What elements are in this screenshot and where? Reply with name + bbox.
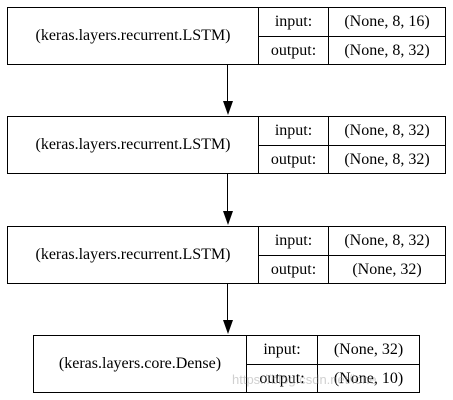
layer-name: (keras.layers.recurrent.LSTM) bbox=[35, 136, 231, 153]
arrow-head-1 bbox=[223, 101, 233, 115]
input-shape: (None, 8, 32) bbox=[344, 232, 430, 249]
connector-arrow-3 bbox=[227, 284, 228, 322]
layer-name: (keras.layers.recurrent.LSTM) bbox=[35, 246, 231, 263]
layer-node-2: (keras.layers.recurrent.LSTM) input: (No… bbox=[7, 116, 446, 174]
layer-name: (keras.layers.core.Dense) bbox=[58, 355, 222, 372]
output-label: output: bbox=[270, 261, 317, 278]
arrow-head-2 bbox=[223, 211, 233, 225]
connector-arrow-1 bbox=[227, 65, 228, 103]
output-label: output: bbox=[259, 370, 305, 387]
input-shape: (None, 32) bbox=[333, 341, 404, 358]
layer-node-4: (keras.layers.core.Dense) input: (None, … bbox=[33, 335, 420, 393]
layer-name: (keras.layers.recurrent.LSTM) bbox=[35, 27, 231, 44]
input-label: input: bbox=[274, 232, 313, 249]
input-shape: (None, 8, 16) bbox=[344, 13, 430, 30]
output-shape: (None, 8, 32) bbox=[344, 151, 430, 168]
layer-node-3: (keras.layers.recurrent.LSTM) input: (No… bbox=[7, 226, 446, 284]
input-label: input: bbox=[263, 341, 301, 358]
input-shape: (None, 8, 32) bbox=[344, 122, 430, 139]
output-shape: (None, 10) bbox=[333, 370, 404, 387]
watermark-text: https://blog.csdn.net/lone bbox=[232, 372, 377, 387]
layer-node-1: (keras.layers.recurrent.LSTM) input: (No… bbox=[7, 7, 446, 65]
output-label: output: bbox=[270, 42, 317, 59]
connector-arrow-2 bbox=[227, 174, 228, 212]
input-label: input: bbox=[274, 13, 313, 30]
output-label: output: bbox=[270, 151, 317, 168]
output-shape: (None, 32) bbox=[352, 261, 422, 278]
output-shape: (None, 8, 32) bbox=[344, 42, 430, 59]
input-label: input: bbox=[274, 122, 313, 139]
arrow-head-3 bbox=[223, 320, 233, 334]
